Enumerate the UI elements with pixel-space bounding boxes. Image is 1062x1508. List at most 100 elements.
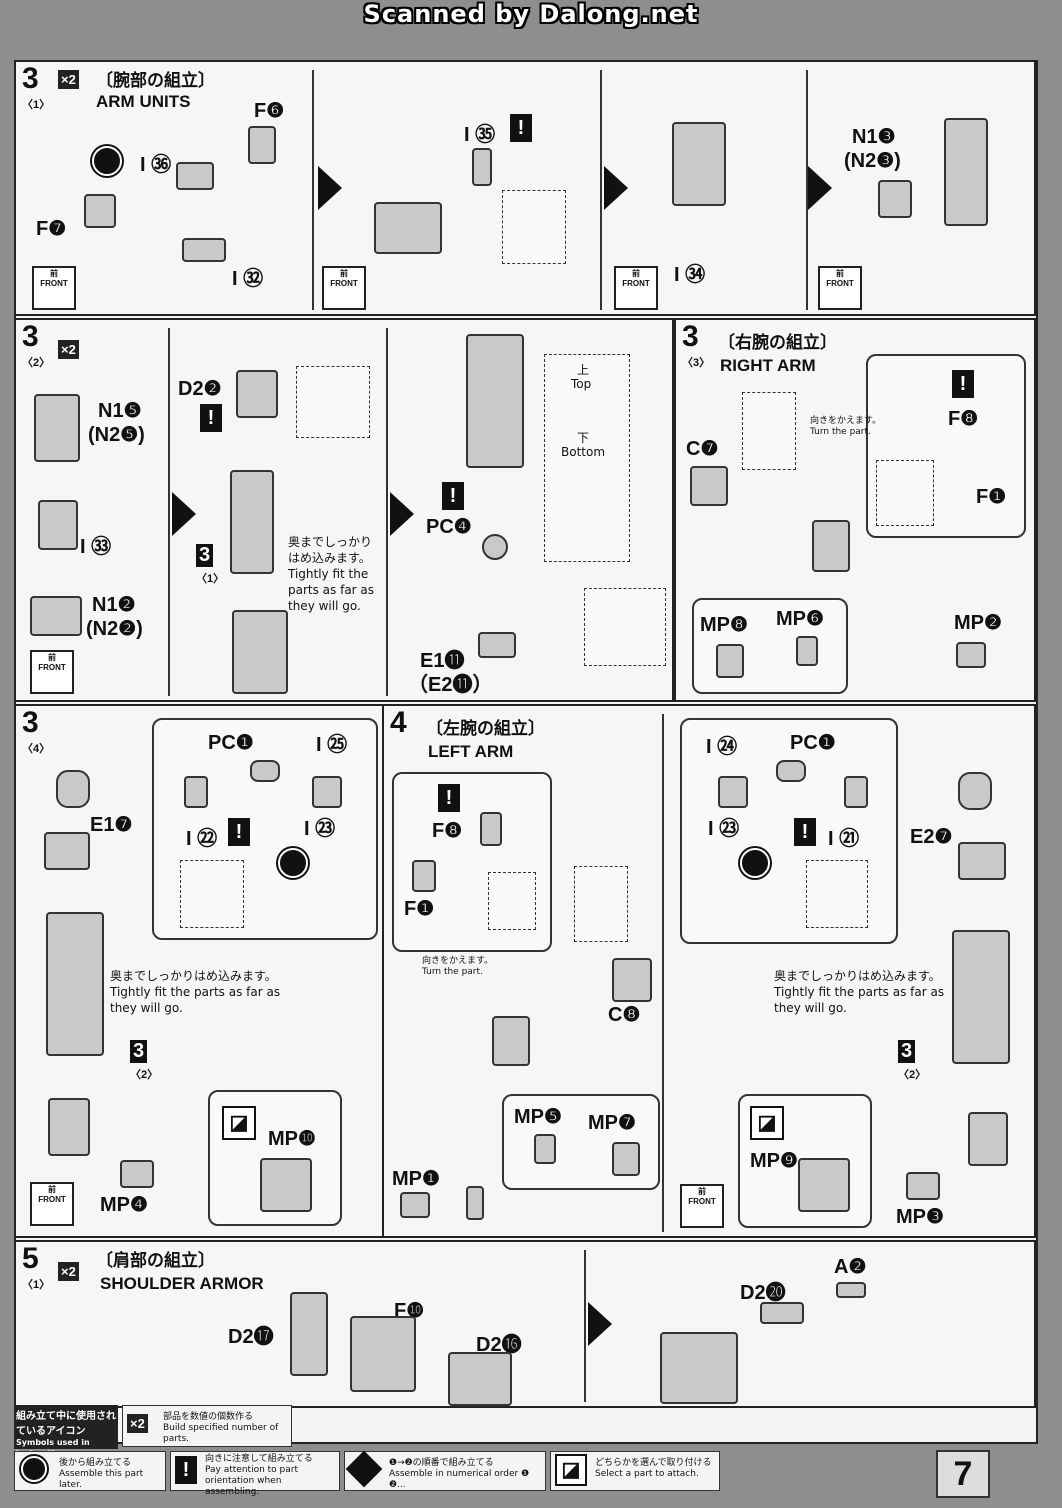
step-sub: 〈3〉 (682, 357, 711, 369)
label-f6: F❻ (254, 100, 285, 122)
assembly-forearm (952, 930, 1010, 1064)
step-sub: 〈1〉 (22, 1279, 51, 1291)
assemble-later-icon (740, 848, 770, 878)
multiplier-badge: ×2 (58, 70, 79, 89)
part-mp7 (612, 1142, 640, 1176)
turn-note: 向きをかえます。Turn the part. (810, 416, 882, 437)
label-n25: (N2❺) (88, 424, 145, 446)
label-pc1: PC❶ (790, 732, 836, 754)
title-jp: 〔腕部の組立〕 (96, 71, 215, 91)
part-f7 (84, 194, 116, 228)
label-f1: F❶ (976, 486, 1007, 508)
label-n23: (N2❸) (844, 150, 901, 172)
label-i32: I ㉜ (232, 268, 264, 290)
ref-step-number: 3 (130, 1040, 148, 1063)
label-i25: I ㉕ (316, 734, 348, 756)
part-e1-7 (44, 832, 90, 870)
orientation-warning-icon: ! (175, 1456, 197, 1484)
multiplier-badge: ×2 (127, 1414, 148, 1433)
step-sub: 〈2〉 (22, 357, 51, 369)
detail-box (574, 866, 628, 942)
assembly-hand (812, 520, 850, 572)
fit-note: 奥までしっかりはめ込みます。Tightly fit the parts as f… (774, 969, 945, 1015)
flow-arrow (808, 166, 832, 210)
fit-note: 奥までしっかりはめ込みます。Tightly fit the parts as f… (110, 969, 281, 1015)
label-e27: E2❼ (910, 826, 953, 848)
step-3-1-panel: 3 〈1〉 ×2 〔腕部の組立〕 ARM UNITS F❻ I ㊱ F❼ I ㉜… (14, 60, 1036, 316)
label-f7: F❼ (36, 218, 67, 240)
select-part-icon: ◪ (750, 1106, 784, 1140)
part-d2-20 (760, 1302, 804, 1324)
part-i35 (472, 148, 492, 186)
label-c7: C❼ (686, 438, 719, 460)
part-mp10 (260, 1158, 312, 1212)
part-f1 (412, 860, 436, 892)
part-f6 (248, 126, 276, 164)
step-number: 3 (22, 62, 39, 95)
watermark: Scanned by Dalong.net (363, 0, 699, 28)
part-i23 (718, 776, 748, 808)
orientation-warning-icon: ! (510, 114, 532, 142)
part-mp6 (796, 636, 818, 666)
assemble-later-icon (278, 848, 308, 878)
orientation-warning-icon: ! (438, 784, 460, 812)
select-part-icon: ◪ (555, 1454, 587, 1486)
fit-note: 奥までしっかりはめ込みます。Tightly fit the parts as f… (288, 535, 375, 613)
ref-step-number: 3 (196, 544, 214, 567)
label-d22: D2❷ (178, 378, 222, 400)
label-d216: D2⓰ (476, 1334, 522, 1356)
label-mp2: MP❷ (954, 612, 1002, 634)
label-mp1: MP❶ (392, 1168, 440, 1190)
part-e2-7-joint (958, 772, 992, 810)
part-n1-2 (30, 596, 82, 636)
part-n1 (878, 180, 912, 218)
step-number: 3 (22, 320, 39, 353)
detail-box (742, 392, 796, 470)
part-pc1 (250, 760, 280, 782)
part-e1-7-joint (56, 770, 90, 808)
ref-step-number: 3 (898, 1040, 916, 1063)
assemble-later-icon (21, 1456, 47, 1482)
part-i36 (176, 162, 214, 190)
flow-arrow (390, 492, 414, 536)
bottom-jp: 下 (577, 431, 590, 445)
label-mp5: MP❺ (514, 1106, 562, 1128)
step-4-panel: 4 〔左腕の組立〕 LEFT ARM ! F❽ F❶ 向きをかえます。Turn … (382, 704, 1036, 1238)
part-e2-7 (958, 842, 1006, 880)
part-mp9 (798, 1158, 850, 1212)
assembly-arm-c (944, 118, 988, 226)
part-d2-17 (290, 1292, 328, 1376)
orientation-warning-icon: ! (794, 818, 816, 846)
part-i32 (182, 238, 226, 262)
step-number: 4 (390, 706, 407, 739)
label-mp3: MP❸ (896, 1206, 944, 1228)
select-part-icon: ◪ (222, 1106, 256, 1140)
part-c8 (612, 958, 652, 1002)
assembly-lower (232, 610, 288, 694)
label-d220: D2⓴ (740, 1282, 786, 1304)
title-en: SHOULDER ARMOR (100, 1274, 264, 1293)
step-number: 3 (682, 320, 699, 353)
part-f10 (350, 1316, 416, 1392)
title-jp: 〔肩部の組立〕 (96, 1251, 215, 1271)
part-i21 (844, 776, 868, 808)
part-hand-left (466, 1186, 484, 1220)
hand-parts-bubble (692, 598, 848, 694)
part-pc4 (482, 534, 508, 560)
part-mp5 (534, 1134, 556, 1164)
part-e1-11 (478, 632, 516, 658)
flow-arrow (172, 492, 196, 536)
label-mp7: MP❼ (588, 1112, 636, 1134)
part-pc1 (776, 760, 806, 782)
part-d22 (236, 370, 278, 418)
part-i33 (38, 500, 78, 550)
